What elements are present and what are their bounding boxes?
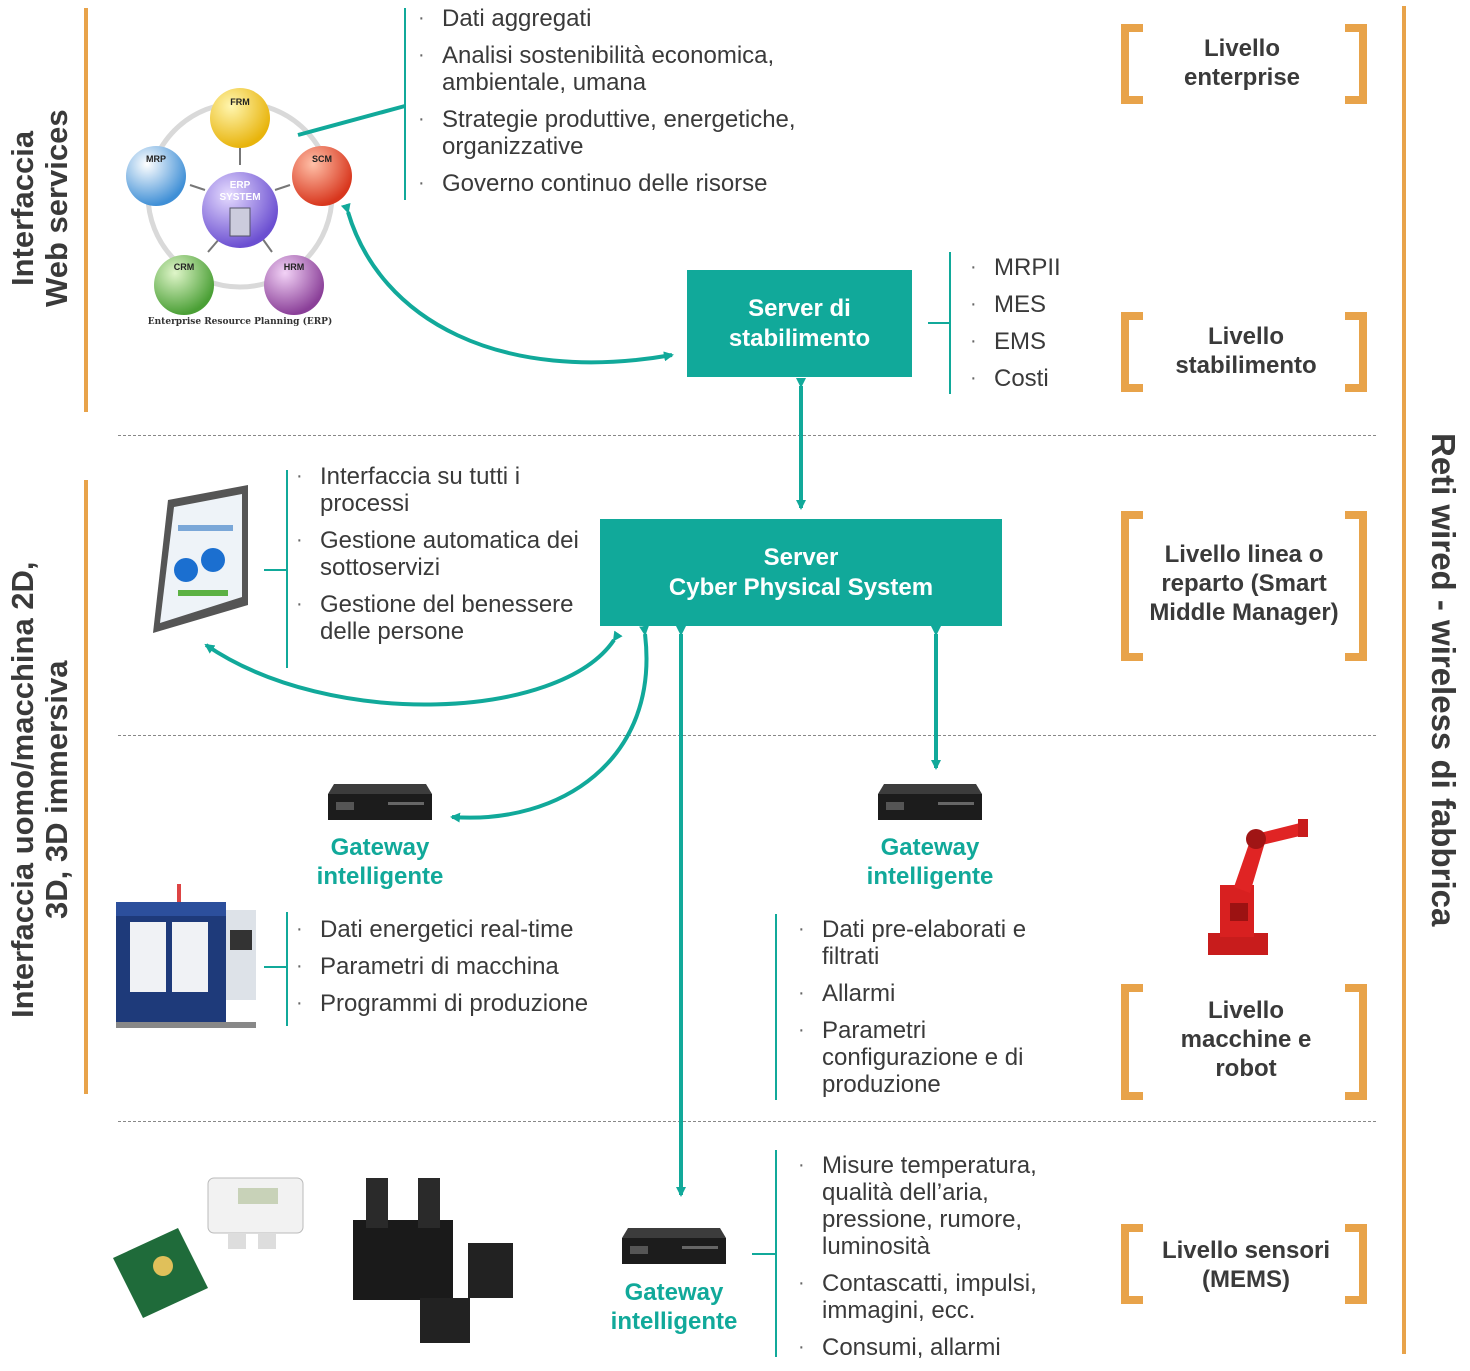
list-item: Analisi sostenibilità economica, ambient… [408, 42, 888, 96]
separator-3 [118, 1121, 1376, 1122]
hmi-panel-image [153, 485, 248, 633]
factory-networks-label: Reti wired - wireless di fabbrica [1425, 433, 1462, 927]
list-item: Misure temperatura, qualità dell’aria, p… [788, 1152, 1088, 1260]
svg-text:FRM: FRM [230, 97, 250, 107]
left-top-divider [84, 8, 88, 412]
gateway-label-left: Gateway intelligente [316, 834, 444, 890]
list-item: Allarmi [788, 980, 1088, 1007]
svg-text:HRM: HRM [284, 262, 305, 272]
server-cps: Server Cyber Physical System [600, 519, 1002, 626]
gateway-label-bottom: Gateway intelligente [610, 1279, 738, 1335]
list-item: Dati energetici real-time [286, 916, 666, 943]
list-item: Dati pre-elaborati e filtrati [788, 916, 1088, 970]
enterprise-list: Dati aggregati Analisi sostenibilità eco… [408, 5, 888, 207]
bracket-linea-left [1121, 511, 1143, 661]
list-item: Parametri di macchina [286, 953, 666, 980]
gateway-device-left [328, 784, 432, 820]
list-item: Strategie produttive, energetiche, organ… [408, 106, 888, 160]
cnc-machine-image [116, 884, 256, 1028]
bracket-sensori-right [1345, 1224, 1367, 1304]
list-item: Interfaccia su tutti i processi [286, 463, 586, 517]
gateway-label-right: Gateway intelligente [866, 834, 994, 890]
level-linea: Livello linea o reparto (Smart Middle Ma… [1149, 540, 1339, 626]
right-divider [1402, 6, 1406, 1354]
machine-list: Dati energetici real-time Parametri di m… [286, 916, 666, 1027]
separator-1 [118, 435, 1376, 436]
list-item: Parametri configurazione e di produzione [788, 1017, 1088, 1098]
list-item: Costi [960, 365, 1120, 392]
bracket-sensori-left [1121, 1224, 1143, 1304]
gateway-device-bottom [622, 1228, 726, 1264]
erp-caption: Enterprise Resource Planning (ERP) [148, 316, 332, 327]
svg-text:CRM: CRM [174, 262, 195, 272]
left-bottom-divider [84, 480, 88, 1094]
erp-nodes: FRM SCM HRM CRM MRP ERP SYSTEM Enterpris… [126, 88, 352, 327]
bracket-macchine-right [1345, 984, 1367, 1100]
list-item: Programmi di produzione [286, 990, 666, 1017]
server-stabilimento: Server di stabilimento [687, 270, 912, 377]
list-item: MRPII [960, 254, 1120, 281]
stabilimento-list: MRPII MES EMS Costi [960, 254, 1120, 402]
bracket-stabilimento-left [1121, 312, 1143, 392]
svg-text:SYSTEM: SYSTEM [219, 192, 260, 203]
list-item: EMS [960, 328, 1120, 355]
level-macchine: Livello macchine e robot [1180, 996, 1312, 1082]
list-item: Gestione automatica dei sottoservizi [286, 527, 586, 581]
hmi-interface-label: Interfaccia uomo/macchina 2D,3D, 3D imme… [5, 561, 74, 1019]
list-item: MES [960, 291, 1120, 318]
bracket-enterprise-left [1121, 24, 1143, 104]
separator-2 [118, 735, 1376, 736]
sensors-list: Misure temperatura, qualità dell’aria, p… [788, 1152, 1088, 1371]
level-sensori: Livello sensori (MEMS) [1161, 1237, 1331, 1293]
list-item: Dati aggregati [408, 5, 888, 32]
svg-text:ERP: ERP [230, 180, 251, 191]
bracket-macchine-left [1121, 984, 1143, 1100]
sensors-images [113, 1177, 513, 1343]
svg-text:SCM: SCM [312, 154, 332, 164]
industrial-robot-image [1208, 819, 1308, 955]
list-item: Governo continuo delle risorse [408, 170, 888, 197]
bracket-linea-right [1345, 511, 1367, 661]
bracket-enterprise-right [1345, 24, 1367, 104]
bracket-stabilimento-right [1345, 312, 1367, 392]
gateway-device-right [878, 784, 982, 820]
hmi-list: Interfaccia su tutti i processi Gestione… [286, 463, 586, 655]
list-item: Contascatti, impulsi, immagini, ecc. [788, 1270, 1088, 1324]
list-item: Gestione del benessere delle persone [286, 591, 586, 645]
level-stabilimento: Livello stabilimento [1175, 323, 1317, 379]
robot-list: Dati pre-elaborati e filtrati Allarmi Pa… [788, 916, 1088, 1108]
level-enterprise: Livello enterprise [1183, 35, 1301, 91]
svg-text:MRP: MRP [146, 154, 166, 164]
